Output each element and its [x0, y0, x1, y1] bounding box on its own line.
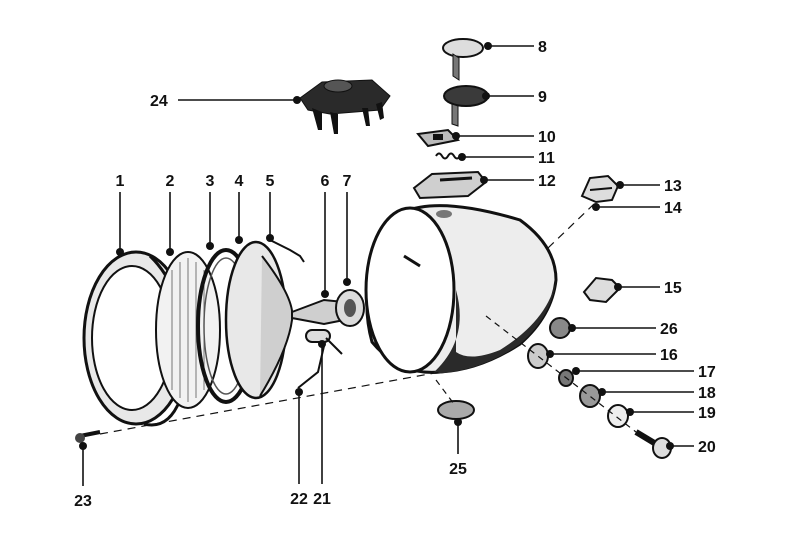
callout-11: 11 — [538, 150, 555, 167]
callout-26: 26 — [660, 321, 678, 338]
part-12-clip — [412, 170, 488, 200]
callout-21: 21 — [313, 491, 331, 508]
part-10-nut — [416, 128, 461, 148]
callout-17: 17 — [698, 364, 716, 381]
part-15-clip — [582, 276, 622, 304]
callout-15: 15 — [664, 280, 682, 297]
part-7-socket — [335, 289, 365, 327]
callout-4: 4 — [235, 173, 244, 190]
callout-2: 2 — [166, 173, 175, 190]
part-9-screw — [443, 85, 489, 127]
part-4-reflector — [224, 240, 294, 400]
callout-22: 22 — [290, 491, 308, 508]
callout-13: 13 — [664, 178, 682, 195]
part-5-spring — [269, 239, 305, 263]
part-21-bulb — [305, 329, 343, 355]
part-24-cap — [299, 79, 391, 134]
callout-25: 25 — [449, 461, 467, 478]
part-16-washer — [527, 343, 549, 369]
part-2-lens — [155, 251, 221, 409]
callout-14: 14 — [664, 200, 682, 217]
part-22-wire — [297, 345, 325, 389]
part-11-spring — [435, 152, 461, 160]
callout-12: 12 — [538, 173, 556, 190]
callout-16: 16 — [660, 347, 678, 364]
callout-20: 20 — [698, 439, 716, 456]
callout-18: 18 — [698, 385, 716, 402]
headlamp-housing — [364, 204, 558, 374]
part-18-washer — [579, 384, 601, 408]
callout-6: 6 — [321, 173, 330, 190]
part-25-nut — [437, 400, 475, 420]
callout-labels: 1 2 3 4 5 6 7 8 9 10 11 12 13 14 15 16 1… — [74, 39, 716, 510]
part-8-screw — [442, 38, 484, 81]
part-23-screw — [75, 430, 101, 443]
callout-10: 10 — [538, 129, 556, 146]
part-13-clip — [580, 174, 620, 204]
callout-24: 24 — [150, 93, 168, 110]
callout-5: 5 — [266, 173, 275, 190]
callout-19: 19 — [698, 405, 716, 422]
callout-8: 8 — [538, 39, 547, 56]
callout-1: 1 — [116, 173, 125, 190]
part-26-grommet — [549, 317, 571, 339]
leaders — [79, 42, 694, 486]
callout-23: 23 — [74, 493, 92, 510]
assembly-lines — [99, 203, 637, 435]
part-20-bolt — [634, 429, 672, 459]
part-19-washer — [607, 404, 629, 428]
callout-9: 9 — [538, 89, 547, 106]
callout-7: 7 — [343, 173, 352, 190]
callout-3: 3 — [206, 173, 215, 190]
